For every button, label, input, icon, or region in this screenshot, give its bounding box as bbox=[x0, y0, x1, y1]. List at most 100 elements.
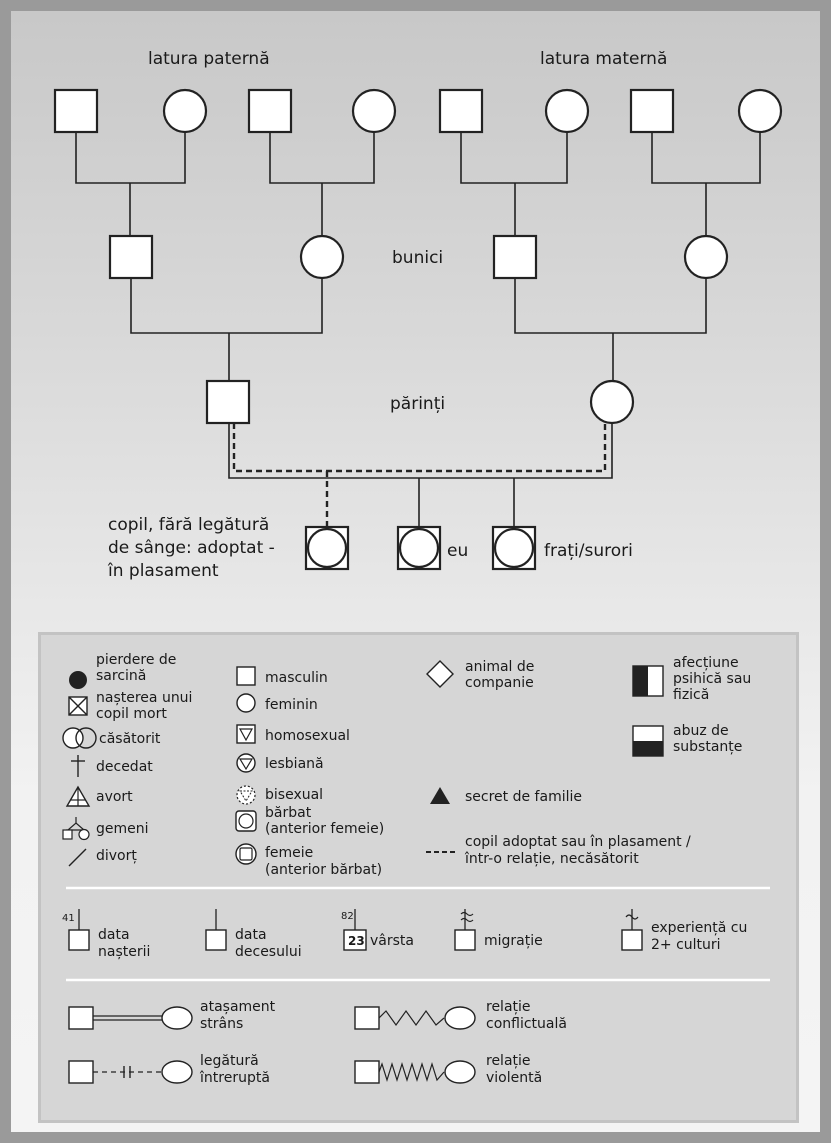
gay-label: homosexual bbox=[265, 728, 350, 744]
father-male bbox=[205, 379, 251, 425]
conflict-label-1: relație bbox=[486, 999, 531, 1015]
me-label: eu bbox=[447, 541, 468, 561]
violent-label-1: relație bbox=[486, 1053, 531, 1069]
paternal-gf-mother-female bbox=[162, 88, 208, 134]
male-icon bbox=[236, 666, 256, 686]
death-date-icon bbox=[205, 929, 227, 951]
adopted-child-label-3: în plasament bbox=[107, 561, 219, 581]
paternal-grandfather-male bbox=[108, 234, 154, 280]
illness-label-2: psihică sau bbox=[673, 671, 751, 687]
age-label: vârsta bbox=[370, 933, 414, 949]
paternal-gm-father-male bbox=[247, 88, 293, 134]
abortion-label: avort bbox=[96, 789, 133, 805]
family-secret-label: secret de familie bbox=[465, 789, 582, 805]
trans-woman-icon bbox=[235, 843, 257, 865]
paternal-side-label: latura paternă bbox=[148, 49, 270, 69]
relationship-dashed-line bbox=[232, 423, 607, 473]
substance-icon bbox=[632, 725, 664, 757]
legend-panel bbox=[38, 632, 799, 1123]
maternal-side-label: latura maternă bbox=[540, 49, 667, 69]
paternal-gm-mother-female bbox=[351, 88, 397, 134]
death-label-1: data bbox=[235, 927, 267, 943]
female-label: feminin bbox=[265, 697, 318, 713]
trans-man-label-1: bărbat bbox=[265, 805, 312, 821]
broken-bond-icon bbox=[68, 1060, 193, 1084]
cultures-label-1: experiență cu bbox=[651, 920, 747, 936]
migration-icon bbox=[454, 909, 476, 951]
birth-label-1: data bbox=[98, 927, 130, 943]
married-label: căsătorit bbox=[99, 731, 161, 747]
adopted-child-female bbox=[306, 527, 348, 569]
divorce-icon bbox=[68, 848, 87, 867]
trans-man-icon bbox=[235, 810, 257, 832]
grandparents-label: bunici bbox=[392, 248, 443, 268]
death-label-2: decesului bbox=[235, 944, 302, 960]
parents-label: părinți bbox=[390, 394, 445, 414]
connector-line bbox=[269, 132, 375, 236]
maternal-gf-mother-female bbox=[544, 88, 590, 134]
pet-icon bbox=[426, 660, 454, 688]
bisexual-icon bbox=[236, 785, 256, 805]
adopted-line-label-2: într-o relație, necăsătorit bbox=[464, 851, 639, 867]
married-icon bbox=[62, 727, 97, 749]
broken-label-2: întreruptă bbox=[199, 1070, 270, 1086]
illness-label-1: afecțiune bbox=[673, 655, 739, 671]
birth-label-2: nașterii bbox=[98, 944, 150, 960]
sibling-female bbox=[493, 527, 535, 569]
twins-icon bbox=[62, 817, 90, 841]
lesbian-label: lesbiană bbox=[265, 756, 324, 772]
maternal-gm-mother-female bbox=[737, 88, 783, 134]
twins-label: gemeni bbox=[96, 821, 149, 837]
close-attachment-icon bbox=[68, 1006, 193, 1030]
divorce-label: divorț bbox=[96, 848, 137, 864]
cultures-label-2: 2+ culturi bbox=[651, 937, 721, 953]
male-label: masculin bbox=[265, 670, 328, 686]
deceased-label: decedat bbox=[96, 759, 153, 775]
marriage-line bbox=[228, 423, 613, 479]
age-icon bbox=[343, 929, 367, 951]
lesbian-icon bbox=[236, 753, 256, 773]
birth-number: 41 bbox=[62, 913, 75, 924]
age-box-number: 23 bbox=[348, 934, 365, 948]
violent-label-2: violentă bbox=[486, 1070, 542, 1086]
connector-line bbox=[651, 132, 761, 236]
age-top-number: 82 bbox=[341, 911, 354, 922]
close-label-2: strâns bbox=[200, 1016, 243, 1032]
connector-line bbox=[460, 132, 568, 236]
siblings-label: frați/surori bbox=[544, 541, 633, 561]
substance-label-2: substanțe bbox=[673, 739, 742, 755]
gay-icon bbox=[236, 724, 256, 744]
trans-woman-label-1: femeie bbox=[265, 845, 313, 861]
connector-line bbox=[514, 278, 707, 381]
stillbirth-label-2: copil mort bbox=[96, 706, 167, 722]
pregnancy-loss-label-1: pierdere de bbox=[96, 652, 176, 668]
maternal-grandmother-female bbox=[683, 234, 729, 280]
trans-woman-label-2: (anterior bărbat) bbox=[265, 862, 382, 878]
mother-female bbox=[589, 379, 635, 425]
trans-man-label-2: (anterior femeie) bbox=[265, 821, 384, 837]
pet-label-2: companie bbox=[465, 675, 534, 691]
adopted-child-label-2: de sânge: adoptat - bbox=[108, 538, 275, 558]
violent-icon bbox=[354, 1060, 476, 1084]
maternal-gf-father-male bbox=[438, 88, 484, 134]
substance-label-1: abuz de bbox=[673, 723, 729, 739]
paternal-gf-father-male bbox=[53, 88, 99, 134]
connector-line bbox=[75, 132, 186, 236]
deceased-icon bbox=[71, 755, 85, 777]
family-secret-icon bbox=[430, 787, 450, 804]
close-label-1: atașament bbox=[200, 999, 276, 1015]
illness-label-3: fizică bbox=[673, 687, 709, 703]
me-female bbox=[398, 527, 440, 569]
abortion-icon bbox=[65, 785, 91, 807]
connector-line bbox=[130, 278, 323, 381]
bisexual-label: bisexual bbox=[265, 787, 323, 803]
conflict-icon bbox=[354, 1006, 476, 1030]
birth-date-icon bbox=[68, 929, 90, 951]
maternal-gm-father-male bbox=[629, 88, 675, 134]
pregnancy-loss-icon bbox=[69, 671, 87, 689]
maternal-grandfather-male bbox=[492, 234, 538, 280]
migration-label: migrație bbox=[484, 933, 543, 949]
cultures-icon bbox=[621, 909, 643, 951]
pet-label-1: animal de bbox=[465, 659, 534, 675]
